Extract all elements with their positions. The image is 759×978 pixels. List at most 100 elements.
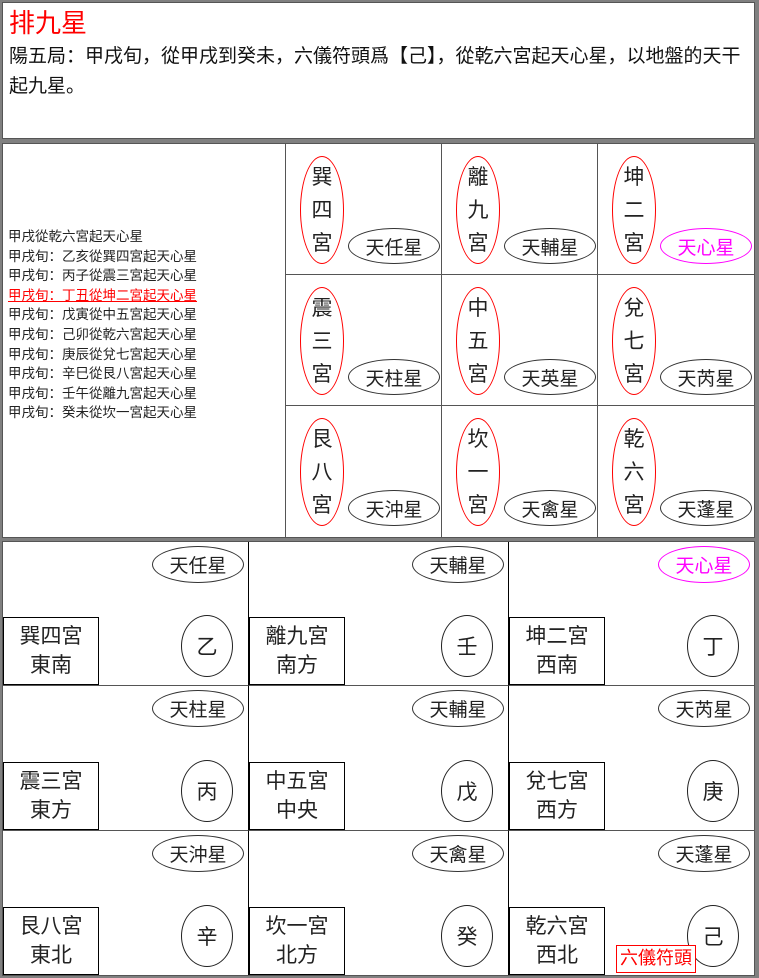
palace-name-char: 兌 [623, 295, 645, 320]
palace-name-char: 震 [311, 295, 333, 320]
palace-direction: 北方 [276, 942, 318, 967]
star-name-oval-accent: 天心星 [660, 228, 752, 264]
palace-name: 離九宮 [265, 624, 329, 649]
star-name-oval: 天輔星 [504, 228, 596, 264]
palace-name: 巽四宮 [19, 624, 83, 649]
note-line: 甲戌旬：辛巳從艮八宮起天心星 [8, 366, 197, 383]
palace-name-char: 宮 [623, 492, 645, 517]
notes-list: 甲戌從乾六宮起天心星甲戌旬：乙亥從巽四宮起天心星甲戌旬：丙子從震三宮起天心星甲戌… [3, 144, 286, 537]
star-name-oval: 天柱星 [152, 690, 244, 728]
star-name-oval: 天沖星 [348, 490, 440, 526]
palace-name-oval: 坎一宮 [456, 418, 500, 526]
palace-info-box: 震三宮東方 [3, 761, 99, 830]
palace-cell[interactable]: 巽四宮東南 天任星乙 [3, 542, 249, 687]
note-line: 甲戌旬：庚辰從兌七宮起天心星 [8, 346, 197, 363]
heavenly-stem-circle: 辛 [181, 904, 233, 967]
palace-info-box: 巽四宮東南 [3, 617, 99, 686]
palace-table: 巽四宮東南天任星乙離九宮南方天輔星壬坤二宮西南天心星丁震三宮東方天柱星丙中五宮中… [2, 541, 755, 976]
palace-cell[interactable]: 坤二宮西南 天心星丁 [509, 542, 754, 687]
star-grid-cell[interactable]: 坎一宮天禽星 [442, 406, 598, 537]
palace-direction: 西方 [536, 797, 578, 822]
palace-name-char: 二 [623, 197, 645, 222]
star-name-oval: 天芮星 [658, 690, 750, 728]
heavenly-stem-circle: 丁 [687, 615, 739, 678]
palace-name-char: 一 [467, 459, 489, 484]
note-line: 甲戌旬：乙亥從巽四宮起天心星 [8, 248, 197, 265]
star-grid-cell[interactable]: 巽四宮天任星 [286, 144, 442, 275]
palace-info-box: 坤二宮西南 [509, 617, 605, 686]
heavenly-stem-circle: 壬 [441, 615, 493, 678]
star-grid-cell[interactable]: 艮八宮天沖星 [286, 406, 442, 537]
note-line: 甲戌旬：丙子從震三宮起天心星 [8, 268, 197, 285]
palace-name-char: 宮 [623, 361, 645, 386]
note-line: 甲戌旬：己卯從乾六宮起天心星 [8, 326, 197, 343]
palace-name-char: 宮 [311, 361, 333, 386]
star-grid: 巽四宮天任星離九宮天輔星坤二宮天心星震三宮天柱星中五宮天英星兌七宮天芮星艮八宮天… [286, 144, 754, 537]
star-grid-cell[interactable]: 坤二宮天心星 [598, 144, 754, 275]
header-panel: 排九星 陽五局：甲戌旬，從甲戌到癸未，六儀符頭爲【己】，從乾六宮起天心星，以地盤… [2, 2, 755, 139]
star-grid-cell[interactable]: 乾六宮天蓬星 [598, 406, 754, 537]
palace-name-char: 宮 [311, 492, 333, 517]
palace-name-char: 坎 [467, 426, 489, 451]
palace-name-char: 宮 [467, 361, 489, 386]
star-grid-cell[interactable]: 中五宮天英星 [442, 275, 598, 406]
palace-cell[interactable]: 震三宮東方天柱星丙 [3, 686, 249, 831]
star-name-oval-accent: 天心星 [658, 546, 750, 583]
palace-name-char: 巽 [311, 164, 333, 189]
palace-name-char: 五 [467, 328, 489, 353]
palace-info-box: 艮八宮東北 [3, 906, 99, 975]
palace-info-box: 中五宮中央 [249, 761, 345, 830]
palace-cell[interactable]: 坎一宮北方 天禽星癸 [249, 830, 509, 975]
heavenly-stem-circle: 癸 [441, 904, 493, 967]
palace-name-oval: 震三宮 [300, 287, 344, 395]
palace-cell[interactable]: 乾六宮西北 天蓬星己六儀符頭 [509, 831, 754, 975]
palace-direction: 南方 [276, 653, 318, 678]
palace-cell[interactable]: 離九宮南方 天輔星壬 [249, 542, 509, 687]
palace-name: 坎一宮 [265, 913, 329, 938]
heavenly-stem-circle: 乙 [181, 615, 233, 678]
star-grid-cell[interactable]: 離九宮天輔星 [442, 144, 598, 275]
star-name-oval: 天禽星 [412, 834, 504, 872]
star-name-oval: 天柱星 [348, 359, 440, 395]
star-grid-cell[interactable]: 兌七宮天芮星 [598, 275, 754, 406]
star-grid-cell[interactable]: 震三宮天柱星 [286, 275, 442, 406]
liuyi-futou-tag: 六儀符頭 [616, 944, 696, 973]
page-title: 排九星 [9, 9, 88, 39]
palace-name-char: 七 [623, 328, 645, 353]
palace-name: 震三宮 [19, 768, 83, 793]
palace-name-char: 三 [311, 328, 333, 353]
palace-name-oval: 巽四宮 [300, 156, 344, 264]
star-name-oval: 天蓬星 [658, 834, 750, 872]
palace-direction: 西南 [536, 653, 578, 678]
palace-name-oval: 中五宮 [456, 287, 500, 395]
palace-direction: 中央 [276, 797, 318, 822]
palace-name-char: 中 [467, 295, 489, 320]
star-name-oval: 天任星 [152, 546, 244, 583]
palace-name-oval: 離九宮 [456, 156, 500, 264]
palace-name: 艮八宮 [19, 913, 83, 938]
heavenly-stem-circle: 庚 [687, 759, 739, 822]
palace-name-char: 六 [623, 459, 645, 484]
star-name-oval: 天輔星 [412, 546, 504, 583]
palace-name-oval: 乾六宮 [612, 418, 656, 526]
note-line-highlighted: 甲戌旬：丁丑從坤二宮起天心星 [8, 287, 197, 304]
palace-name: 乾六宮 [525, 913, 589, 938]
star-name-oval: 天沖星 [152, 834, 244, 872]
palace-name-char: 宮 [311, 230, 333, 255]
palace-name-char: 宮 [623, 230, 645, 255]
palace-name-char: 宮 [467, 230, 489, 255]
palace-cell[interactable]: 中五宮中央天輔星戊 [249, 686, 509, 831]
star-name-oval: 天禽星 [504, 490, 596, 526]
heavenly-stem-circle: 己 [687, 904, 739, 967]
palace-name-char: 乾 [623, 426, 645, 451]
palace-name-char: 九 [467, 197, 489, 222]
palace-name-oval: 坤二宮 [612, 156, 656, 264]
palace-direction: 西北 [536, 942, 578, 967]
palace-cell[interactable]: 兌七宮西方 天芮星庚 [509, 686, 754, 831]
palace-name-char: 艮 [311, 426, 333, 451]
palace-name-char: 四 [311, 197, 333, 222]
palace-info-box: 兌七宮西方 [509, 761, 605, 830]
palace-direction: 東南 [30, 653, 72, 678]
palace-cell[interactable]: 艮八宮東北 天沖星辛 [3, 830, 249, 975]
